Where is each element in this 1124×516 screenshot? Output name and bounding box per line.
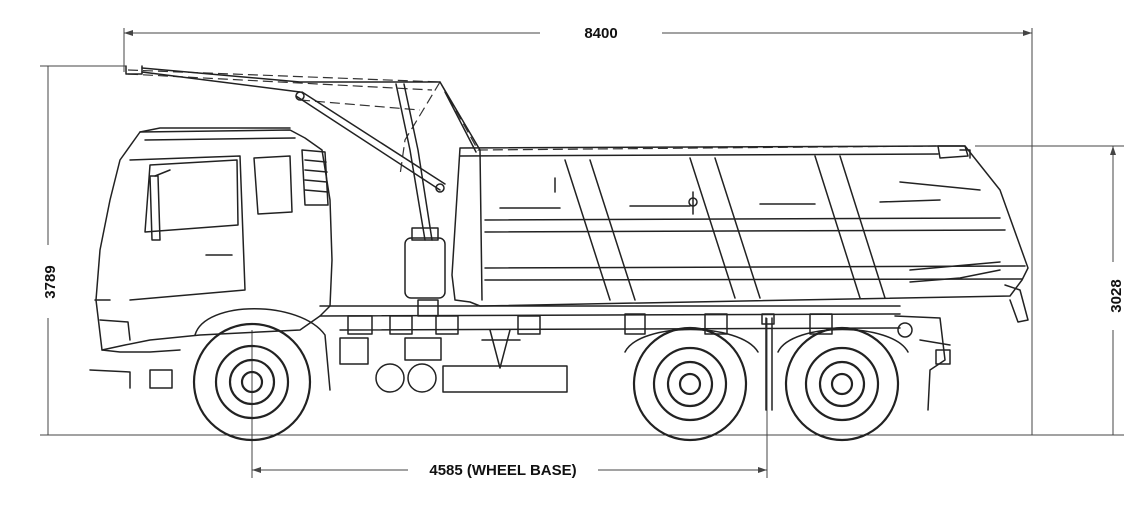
front-wheel: [192, 322, 312, 442]
wheelbase-arrow-left: [252, 467, 261, 473]
length-arrow-right: [1023, 30, 1032, 36]
wheelbase-label: 4585 (WHEEL BASE): [429, 462, 576, 479]
length-arrow-left: [124, 30, 133, 36]
body-height-label: 3028: [1108, 279, 1124, 312]
chassis-frame: [319, 227, 951, 411]
length-label: 8400: [584, 25, 617, 42]
body-height-arrow-top: [1110, 146, 1116, 155]
wheelbase-arrow-right: [758, 467, 767, 473]
rear-wheel-1: [632, 326, 748, 442]
cab: [89, 127, 333, 391]
dimension-lines: [40, 28, 1124, 478]
height-label: 3789: [42, 265, 59, 298]
tipping-arm: [125, 65, 446, 241]
fuel-tank: [442, 365, 568, 393]
dump-body: [439, 81, 1029, 323]
rear-fenders: [624, 328, 909, 353]
rear-wheel-2: [784, 326, 900, 442]
